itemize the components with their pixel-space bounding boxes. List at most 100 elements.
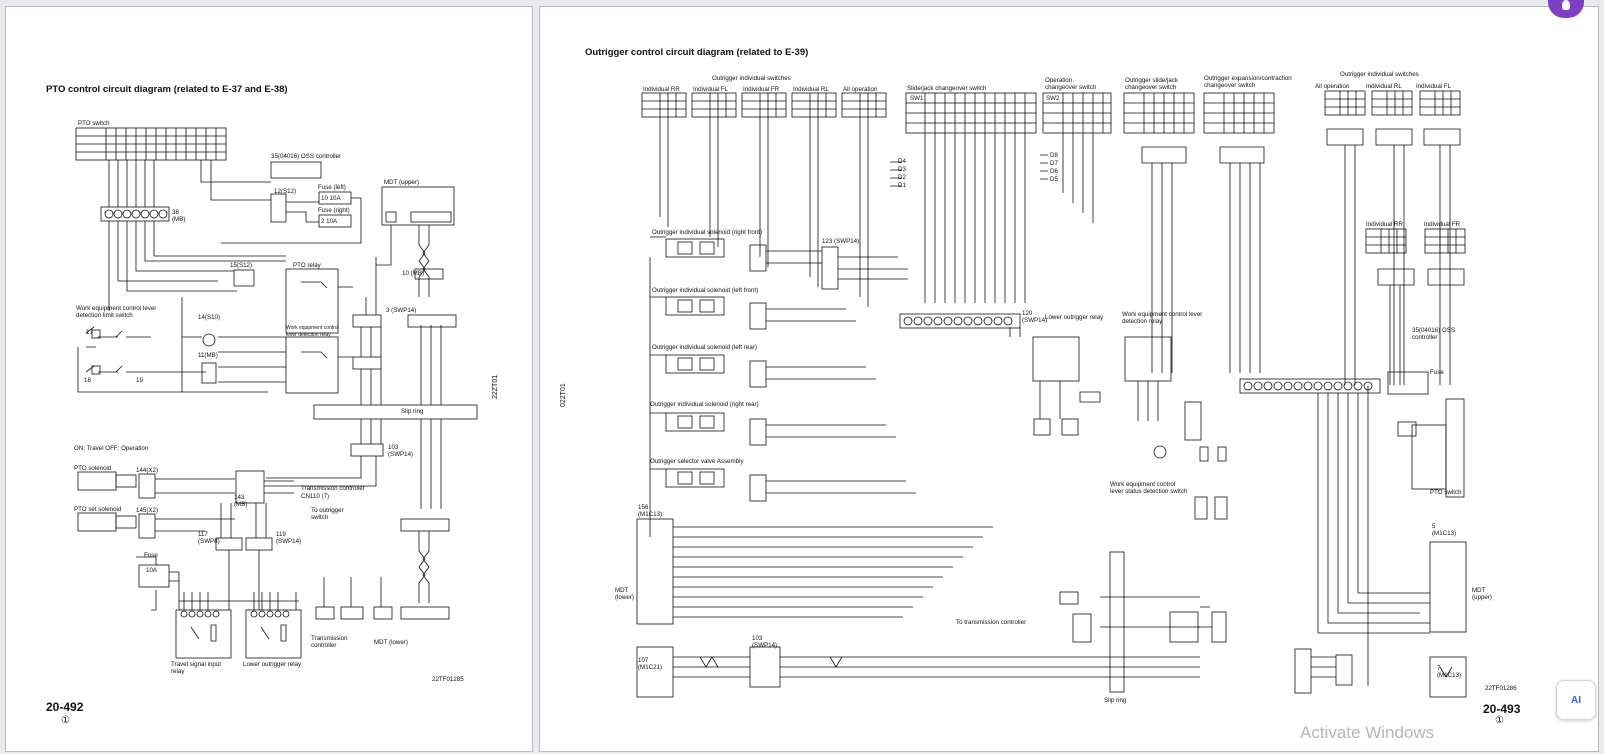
indiv-fr-right-label: Individual FR	[1424, 221, 1461, 228]
travel-relay-label: Travel signal input relay	[171, 661, 221, 675]
sol-lf-label: Outrigger individual solenoid (left fron…	[652, 287, 759, 294]
switch-18-label: 18	[84, 377, 91, 384]
slide-jack-label: Slide/jack changeover switch	[907, 85, 987, 92]
lower-outrigger-relay-label: Lower outrigger relay	[243, 661, 302, 668]
fuse-label: Fuse	[1430, 369, 1444, 376]
indiv-rr-label: Individual RR	[643, 86, 680, 93]
conn-145-label: 145(X2)	[136, 507, 159, 514]
ai-floating-button[interactable]: AI	[1556, 680, 1596, 720]
to-outrigger-label: To outrigger switch	[311, 507, 344, 521]
outrigger-wiring-diagram	[636, 90, 1467, 698]
detect-relay-label: Work equipment control lever detection r…	[1122, 311, 1203, 325]
pto-switch-label: PTO switch	[78, 120, 110, 127]
diode-d1: D1	[898, 182, 906, 189]
trans-ctrl-bottom-label: Transmission controller	[311, 635, 348, 649]
left-diagram-page: PTO control circuit diagram (related to …	[5, 6, 533, 752]
page-number: 20-493	[1483, 702, 1521, 716]
diode-d4: D4	[898, 158, 906, 165]
on-off-note: ON: Travel OFF: Operation	[74, 445, 149, 452]
fuse-right-rating: 2 10A	[321, 218, 338, 225]
drawing-code: 22TF01285	[432, 676, 464, 683]
revision-mark: ①	[61, 715, 70, 726]
conn-15-label: 15(S12)	[230, 262, 253, 269]
mdt-upper-label: MDT (upper)	[1472, 587, 1492, 601]
fuse-rating: 10A	[146, 567, 158, 574]
fuse-right-label: Fuse (right)	[318, 207, 350, 214]
detect-relay-label: Work equipment control lever detection r…	[286, 325, 339, 338]
slide-jack-2-label: Outrigger slide/jack changeover switch	[1125, 77, 1178, 91]
conn-103-label: 103 (SWP14)	[752, 635, 778, 649]
mdt-upper-label: MDT (upper)	[384, 179, 419, 186]
conn-14-label: 14(S10)	[198, 314, 221, 321]
selector-valve-label: Outrigger selector valve Assembly	[650, 458, 744, 465]
vertical-code: 22ZT01	[492, 374, 499, 399]
page-title: Outrigger control circuit diagram (relat…	[585, 47, 809, 58]
indiv-switches-right-label: Outrigger individual switches	[1340, 71, 1419, 78]
diode-d6: D6	[1050, 168, 1058, 175]
conn-143-label: 143 (MB)	[234, 494, 248, 508]
all-operation-right-label: All operation	[1315, 83, 1350, 90]
sol-rr-label: Outrigger individual solenoid (right rea…	[650, 401, 759, 408]
conn-103-label: 103 (SWP14)	[388, 444, 414, 458]
bulb-icon	[1562, 0, 1570, 10]
indiv-fl-label: Individual FL	[693, 86, 729, 93]
to-transmission-label: To transmission controller	[956, 619, 1027, 626]
diode-d3: D3	[898, 166, 906, 173]
conn-144-label: 144(X2)	[136, 467, 159, 474]
switch-19-label: 19	[136, 377, 143, 384]
pto-wiring-diagram	[75, 127, 478, 659]
conn-3-label: 3 (SWP14)	[386, 307, 417, 314]
indiv-switches-left-label: Outrigger individual switches	[712, 75, 791, 82]
pto-set-solenoid-label: PTO set solenoid	[74, 506, 122, 513]
sol-lr-label: Outrigger individual solenoid (left rear…	[652, 344, 757, 351]
indiv-rl-right-label: Individual RL	[1366, 83, 1402, 90]
page-number: 20-492	[46, 700, 84, 714]
drawing-code: 22TF01286	[1485, 685, 1517, 692]
status-switch-label: Work equipment control lever status dete…	[1110, 481, 1188, 495]
sw1-label: SW1	[910, 95, 924, 102]
conn-119-label: 119 (SWP14)	[276, 531, 302, 545]
oss-controller-label: 35(04016) OSS controller	[1412, 327, 1455, 341]
conn-107-label: 107 (M1C21)	[638, 657, 663, 671]
indiv-fr-label: Individual FR	[743, 86, 780, 93]
pto-relay-label: PTO relay	[293, 262, 321, 269]
revision-mark: ①	[1495, 715, 1504, 726]
conn-11-label: 11(MB)	[198, 352, 218, 359]
diode-d2: D2	[898, 174, 906, 181]
indiv-rr-right-label: Individual RR	[1366, 221, 1403, 228]
sol-rf-label: Outrigger individual solenoid (right fro…	[652, 229, 763, 236]
fuse-left-rating: 10 10A	[321, 195, 341, 202]
oss-controller-label: 35(04016) OSS controller	[271, 153, 342, 160]
conn-117-label: 117 (SWP8)	[198, 531, 220, 545]
slip-ring-label: Slip ring	[401, 408, 424, 415]
trans-ctrl-label: Transmission controller	[301, 485, 365, 492]
sw2-label: SW2	[1046, 95, 1060, 102]
diode-d8: D8	[1050, 152, 1058, 159]
activate-windows-watermark: Activate Windows	[1300, 723, 1435, 742]
conn-120-label: 120 (SWP14)	[1022, 310, 1048, 324]
fuse-left-label: Fuse (left)	[318, 184, 346, 191]
diode-d5: D5	[1050, 176, 1058, 183]
conn-10-label: 10 (MB)	[402, 270, 425, 277]
slip-ring-label: Slip ring	[1104, 697, 1127, 704]
indiv-rl-label: Individual RL	[793, 86, 829, 93]
diode-d7: D7	[1050, 160, 1058, 167]
conn-12-label: 12(S12)	[274, 188, 297, 195]
cn110-label: CN110 (7)	[301, 493, 330, 500]
all-operation-label: All operation	[843, 86, 878, 93]
indiv-fl-right-label: Individual FL	[1416, 83, 1452, 90]
mdt-lower-label: MDT (lower)	[615, 587, 634, 601]
conn-156-label: 156 (M1C13)	[638, 504, 663, 518]
pto-solenoid-label: PTO solenoid	[74, 465, 112, 472]
ai-button-label: AI	[1571, 694, 1581, 706]
exp-contr-label: Outrigger expansion/contraction changeov…	[1204, 75, 1292, 89]
pto-switch-label: PTO switch	[1430, 489, 1462, 496]
conn-7-label: 7 (M1C13)	[1437, 665, 1462, 679]
mdt-lower-label: MDT (lower)	[374, 639, 408, 646]
op-changeover-label: Operation changeover switch	[1045, 77, 1097, 91]
conn-38-label: 38 (MB)	[172, 209, 186, 223]
assistant-corner-button[interactable]	[1548, 0, 1584, 18]
lower-outrigger-relay-label: Lower outrigger relay	[1045, 314, 1104, 321]
limit-switch-label: Work equipment control lever detection l…	[76, 305, 157, 319]
switch-17-label: 17	[86, 329, 93, 336]
